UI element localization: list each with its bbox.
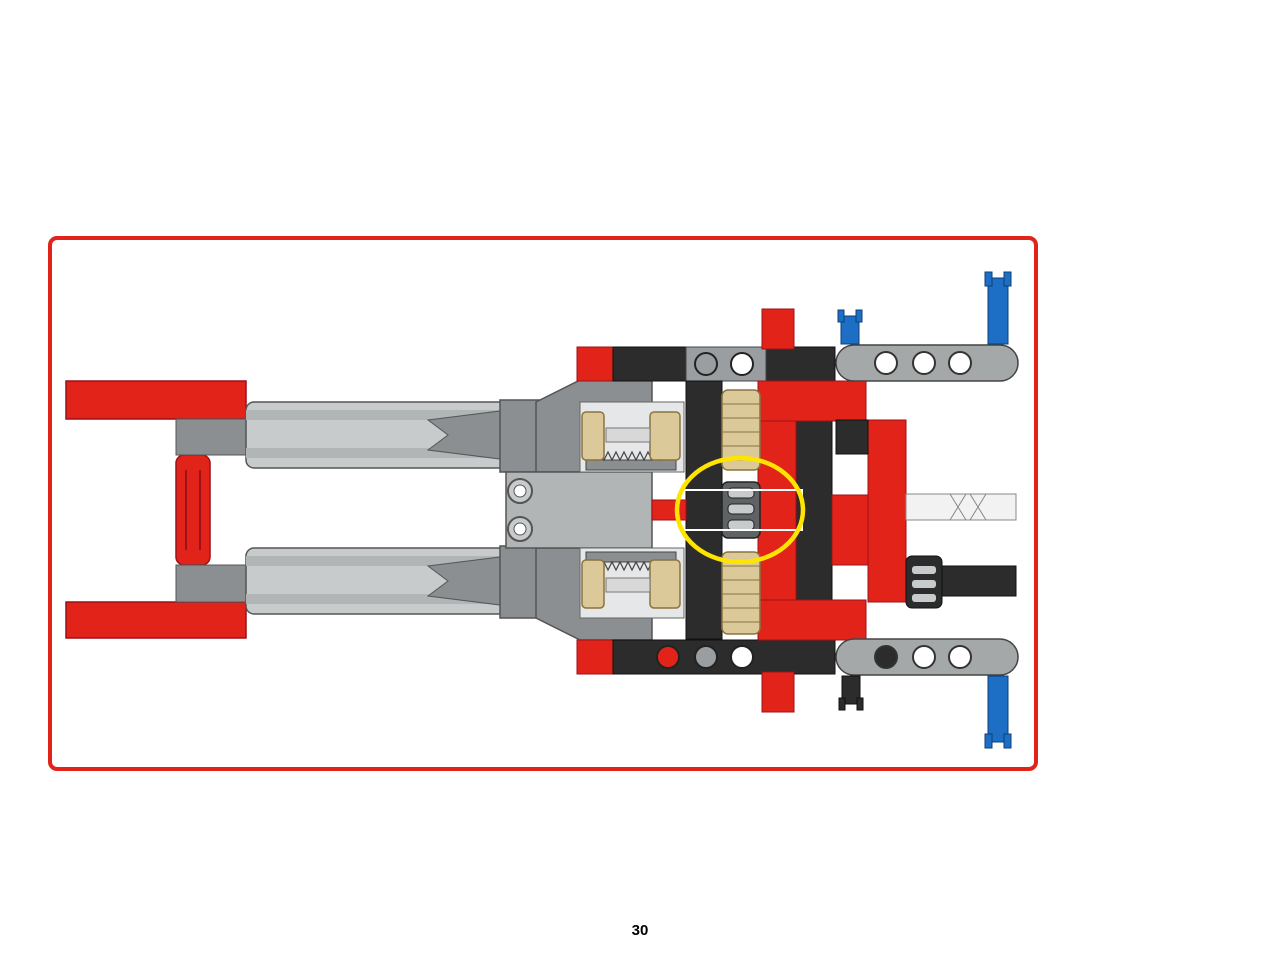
red-fork-left (65, 380, 249, 639)
black-pin-bottom-left (838, 675, 864, 711)
red-structure-center (651, 380, 907, 641)
tan-gear-large-top (721, 389, 761, 471)
tan-gear-small-top (581, 411, 681, 461)
tan-gear-small-bottom (581, 559, 681, 609)
linear-actuator-top (245, 399, 545, 473)
bottom-beam-row (576, 639, 836, 713)
white-axle-right (905, 493, 1017, 521)
center-axle-connector (721, 481, 761, 539)
top-beam-row (576, 308, 836, 382)
blue-pin-bottom-right (984, 675, 1012, 749)
page-number: 30 (631, 922, 649, 939)
black-axle-right (905, 555, 1017, 609)
callout-circle-icon (674, 455, 806, 565)
gray-liftarm-top (835, 344, 1019, 382)
blue-pin-top-right (984, 271, 1012, 345)
black-beam-vertical-left (685, 380, 723, 640)
tan-gear-large-bottom (721, 551, 761, 635)
blue-pin-top-left (837, 309, 863, 345)
linear-actuator-bottom (245, 545, 545, 619)
gray-liftarm-bottom (835, 638, 1019, 676)
